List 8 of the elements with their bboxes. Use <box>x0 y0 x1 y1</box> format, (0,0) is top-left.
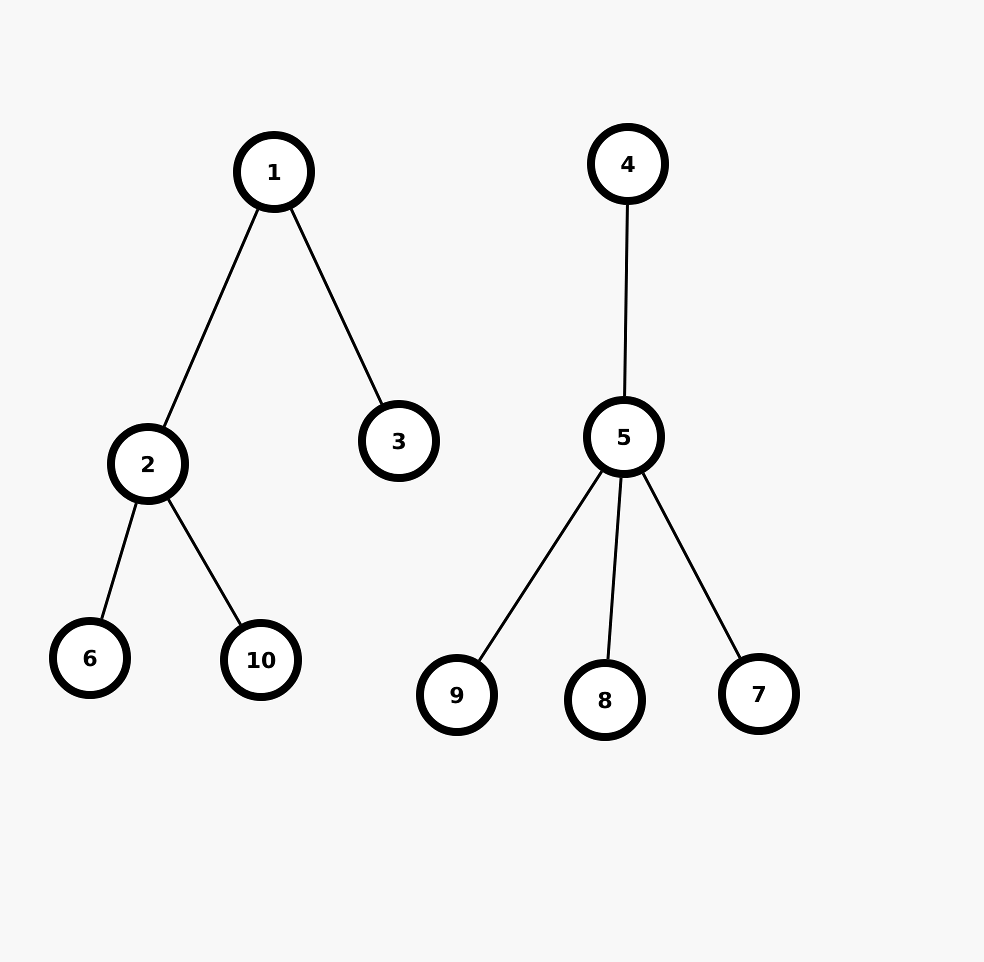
connector-line <box>606 478 623 660</box>
connector-line <box>100 502 138 620</box>
connector-line <box>167 498 242 626</box>
connector-line <box>162 209 260 427</box>
connector-line <box>478 470 603 662</box>
connector-line <box>642 472 742 658</box>
connector-line <box>290 208 384 404</box>
connector-line <box>623 204 629 396</box>
